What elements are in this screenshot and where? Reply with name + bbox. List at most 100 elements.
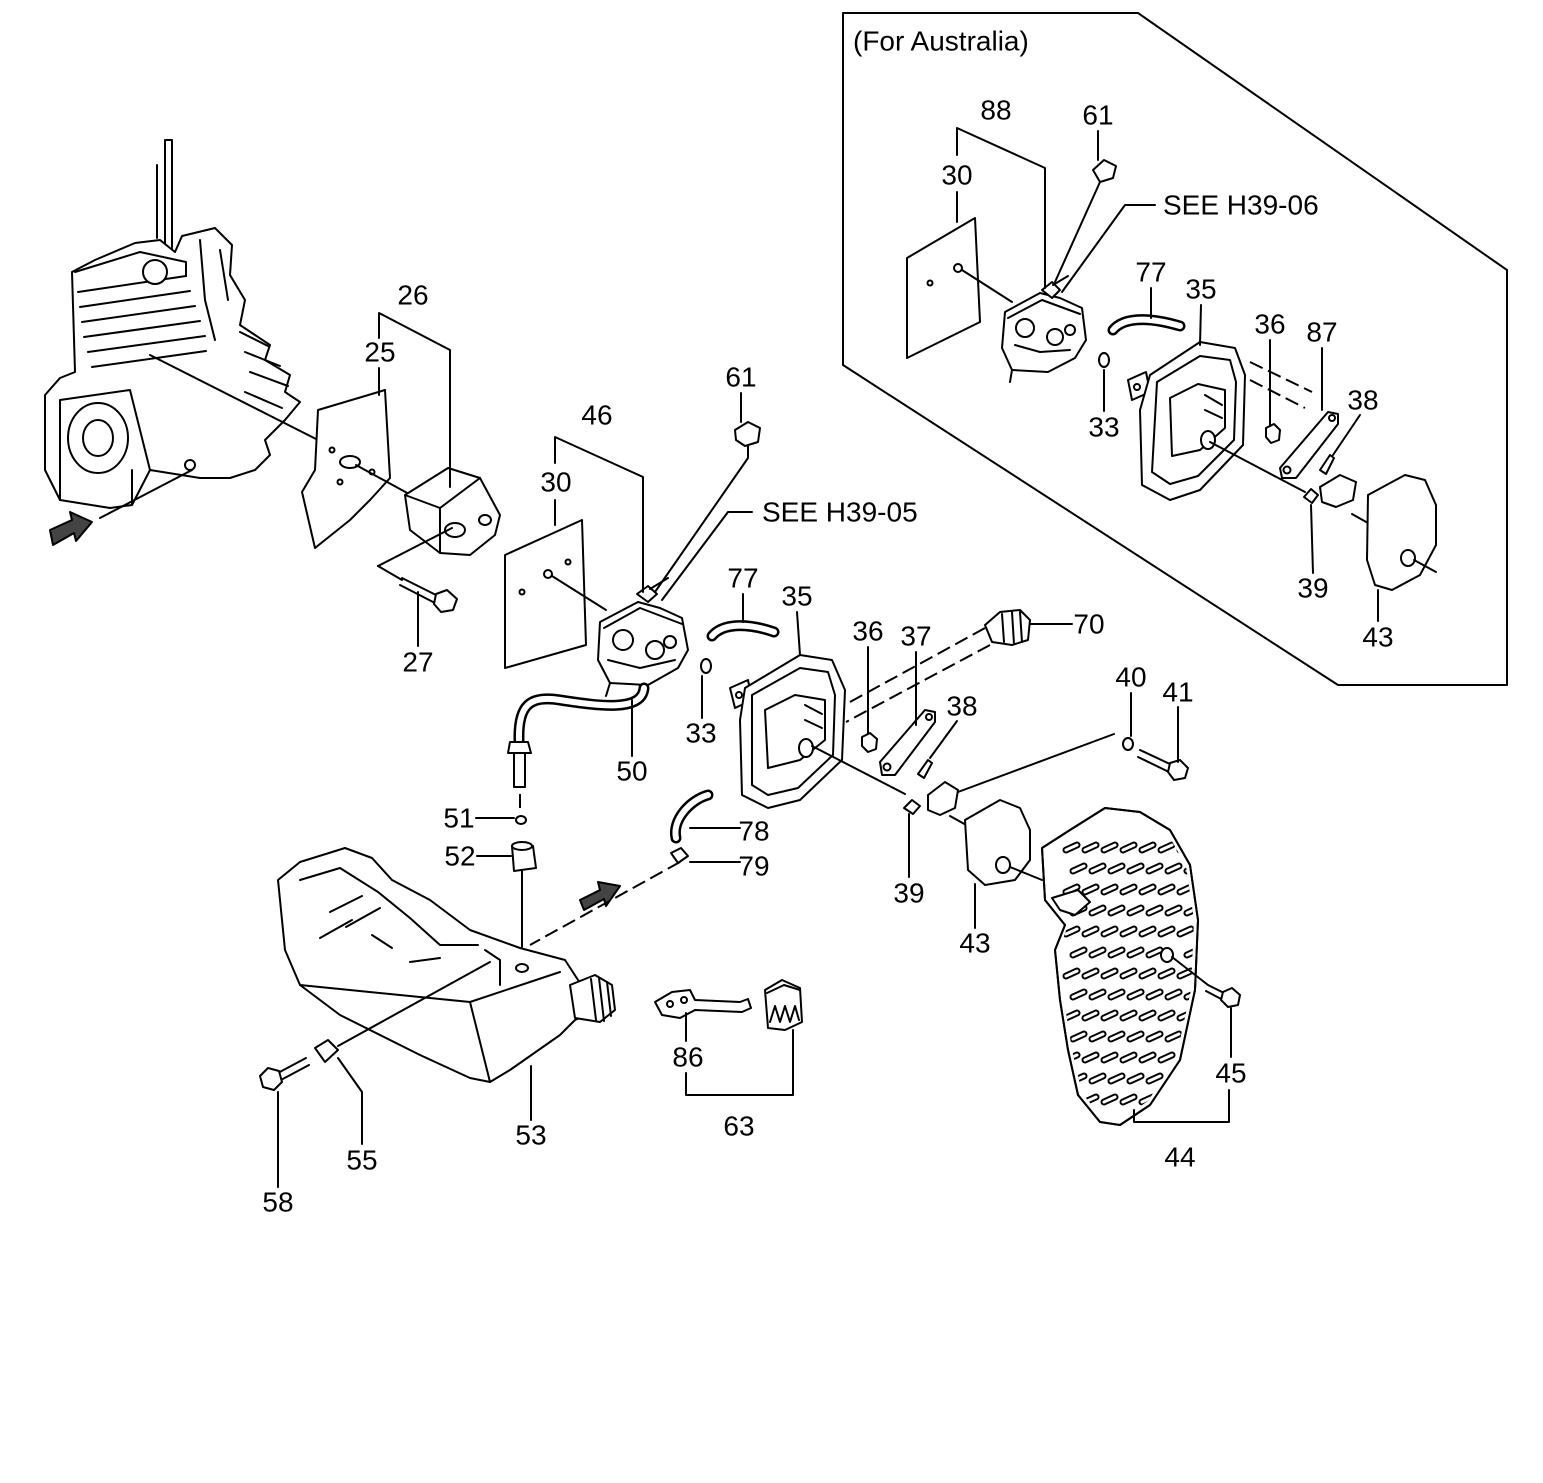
part-label-33: 33	[685, 718, 716, 749]
part-label-40: 40	[1115, 662, 1146, 693]
bolt-58	[259, 1057, 310, 1091]
inset-o-ring	[1098, 352, 1110, 368]
bolt-45	[1205, 984, 1241, 1008]
vent-slot	[1119, 1093, 1138, 1106]
hose-77	[706, 620, 780, 642]
fuel-filter	[511, 841, 537, 872]
insulator-block	[404, 467, 501, 556]
vent-slot	[1062, 925, 1081, 938]
vent-slot	[1100, 1093, 1119, 1106]
inset-part-label-35: 35	[1185, 274, 1216, 305]
part-label-53: 53	[515, 1120, 546, 1151]
vent-slot	[1176, 1093, 1194, 1106]
vent-slot	[1138, 925, 1157, 938]
vent-slot	[1126, 988, 1145, 1001]
inset-axis-line	[1413, 559, 1437, 573]
vent-slot	[1126, 1072, 1145, 1085]
dashed-line	[529, 861, 681, 946]
vent-slot	[1088, 1030, 1107, 1043]
part-label-35: 35	[781, 581, 812, 612]
reference-note: SEE H39-05	[762, 497, 918, 528]
inset-hose	[1107, 314, 1186, 336]
inset-title: (For Australia)	[853, 26, 1029, 57]
vent-slot	[1062, 841, 1081, 854]
vent-slot	[1100, 883, 1119, 896]
part-label-27: 27	[402, 647, 433, 678]
vent-slot	[1176, 883, 1194, 896]
vent-slot	[1100, 967, 1119, 980]
vent-slot	[1164, 988, 1183, 1001]
dashed-line	[849, 627, 986, 703]
inset-nut	[1265, 423, 1281, 444]
inset-part-label-87: 87	[1306, 317, 1337, 348]
part-label-38: 38	[946, 691, 977, 722]
muffler	[729, 654, 846, 809]
nut-36	[861, 732, 878, 753]
part-label-58: 58	[262, 1187, 293, 1218]
vent-slot	[1069, 1030, 1088, 1043]
part-label-36: 36	[852, 616, 883, 647]
vent-slot	[1183, 1072, 1194, 1085]
vent-slot	[1157, 883, 1176, 896]
vent-slots	[1062, 841, 1194, 1106]
fitting-79	[670, 847, 689, 864]
vent-slot	[1138, 841, 1157, 854]
vent-slot	[1088, 988, 1107, 1001]
part-label-78: 78	[738, 816, 769, 847]
vent-slot	[1081, 1051, 1100, 1064]
vent-slot	[1145, 946, 1164, 959]
inset-clip-wire	[1054, 181, 1101, 283]
part-label-61: 61	[725, 362, 756, 393]
inset-part-label-43: 43	[1362, 622, 1393, 653]
vent-slot	[1119, 1009, 1138, 1022]
inset-part-label-88: 88	[980, 95, 1011, 126]
pin-38	[917, 759, 933, 779]
part-label-86: 86	[672, 1042, 703, 1073]
inset-plate	[1279, 411, 1339, 479]
vent-slot	[1100, 1051, 1119, 1064]
inset-retainer-clip	[1303, 488, 1319, 504]
part-label-30: 30	[540, 467, 571, 498]
vent-slot	[1126, 904, 1145, 917]
vent-slot	[1138, 967, 1157, 980]
inset-carburetor	[1001, 275, 1087, 383]
vent-slot	[1164, 1030, 1183, 1043]
vent-slot	[1107, 1030, 1126, 1043]
vent-slot	[1081, 925, 1100, 938]
axis-line	[377, 565, 403, 581]
main-assembly: 26 25 27 46 30 61 77 35 36 37 70 33 50 3…	[44, 139, 1247, 1218]
carburetor	[597, 577, 689, 697]
vent-slot	[1145, 862, 1164, 875]
bolt-41	[1137, 749, 1189, 781]
muffler-cover-43	[964, 799, 1031, 886]
axis-line	[337, 961, 491, 1047]
filter-ring	[515, 815, 527, 825]
part-label-39: 39	[893, 878, 924, 909]
vent-slot	[1069, 862, 1088, 875]
spark-plug-rod	[156, 139, 173, 253]
inset-part-label-36: 36	[1254, 309, 1285, 340]
inset-leader-lines	[956, 127, 1379, 622]
axis-line	[1009, 866, 1043, 881]
vent-slot	[1119, 841, 1138, 854]
vent-slot	[1145, 1030, 1164, 1043]
vent-slot	[1119, 967, 1138, 980]
vent-slot	[1119, 1051, 1138, 1064]
part-label-55: 55	[346, 1145, 377, 1176]
vent-slot	[1088, 946, 1107, 959]
leader-lines	[277, 312, 1232, 1188]
part-label-70: 70	[1073, 609, 1104, 640]
deflector	[927, 781, 959, 816]
throttle-wire-clip	[734, 421, 761, 447]
part-label-44: 44	[1164, 1142, 1195, 1173]
inset-dashed-line	[1249, 379, 1306, 409]
vent-slot	[1119, 925, 1138, 938]
vent-slot	[1157, 1051, 1176, 1064]
vent-slot	[1164, 862, 1183, 875]
vent-slot	[1081, 841, 1100, 854]
inset-pin	[1319, 454, 1335, 475]
inset-gasket	[906, 217, 981, 359]
part-label-79: 79	[738, 851, 769, 882]
fuel-tank-neck	[569, 974, 616, 1023]
axis-line	[811, 745, 906, 795]
